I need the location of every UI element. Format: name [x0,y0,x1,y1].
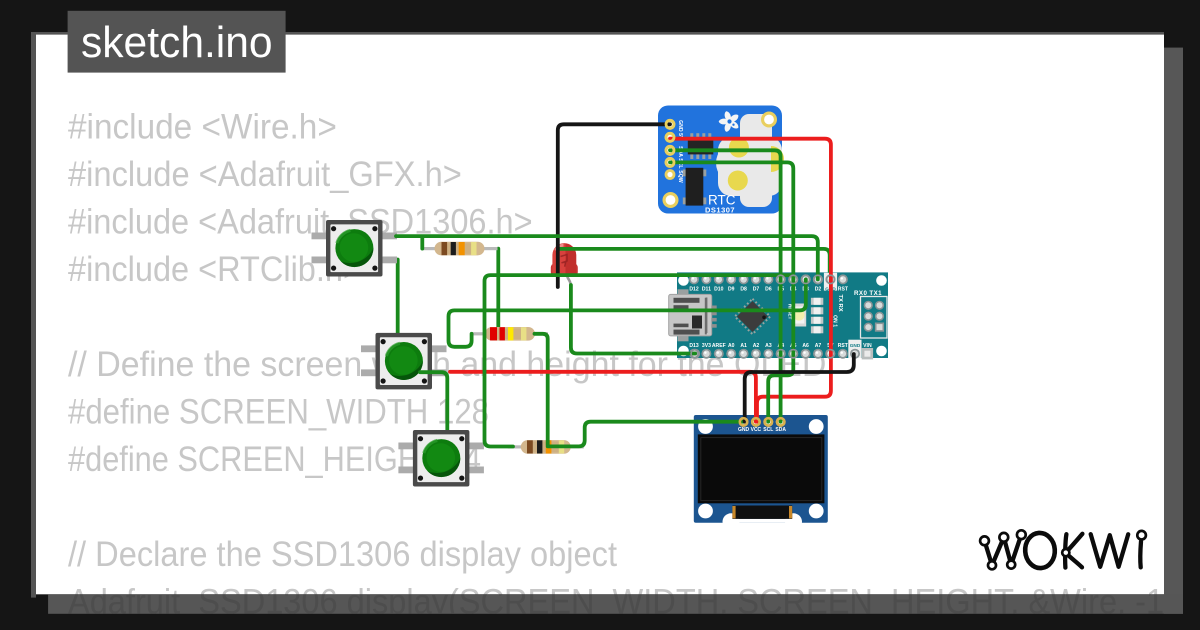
svg-text:5V: 5V [677,133,683,140]
svg-text:// Declare the SSD1306 display: // Declare the SSD1306 display object [68,535,617,574]
svg-text:RX0 TX1: RX0 TX1 [854,290,882,297]
svg-text:VCC: VCC [751,427,762,433]
svg-text:RTC: RTC [708,193,736,208]
svg-text:D6: D6 [765,287,772,293]
svg-text:SCL: SCL [763,427,773,433]
svg-text:A6: A6 [802,343,809,349]
svg-text:3V3: 3V3 [702,343,711,349]
svg-text:D2: D2 [815,287,822,293]
svg-text:sketch.ino: sketch.ino [81,18,273,67]
svg-text:#define SCREEN_WIDTH 128: #define SCREEN_WIDTH 128 [68,393,489,432]
svg-text:Adafruit_SSD1306 display(SCREE: Adafruit_SSD1306 display(SCREEN_WIDTH, S… [68,583,1184,622]
svg-text:#include <RTClib.h>: #include <RTClib.h> [68,250,362,289]
svg-text:SDA: SDA [775,427,786,433]
svg-text:AREF: AREF [712,343,726,349]
svg-text:A7: A7 [815,343,822,349]
svg-text:#include <Wire.h>: #include <Wire.h> [68,108,337,147]
svg-text:ON 1: ON 1 [832,315,838,327]
svg-text:Adafruit_SSD1306 display(SCREE: Adafruit_SSD1306 display(SCREEN_WIDTH, S… [68,583,1184,622]
svg-text:D12: D12 [689,287,699,293]
svg-text:DS1307: DS1307 [705,206,735,215]
svg-text:D11: D11 [702,287,711,293]
svg-text:D9: D9 [728,287,735,293]
svg-text:A2: A2 [753,343,760,349]
svg-text:GND: GND [677,120,683,132]
svg-text:GND: GND [738,427,750,433]
svg-text:A0: A0 [728,343,735,349]
svg-text:D7: D7 [753,287,760,293]
svg-text:D8: D8 [740,287,747,293]
svg-text:A3: A3 [765,343,772,349]
svg-text:RST: RST [838,343,849,349]
svg-text:VIN: VIN [863,343,872,349]
svg-text:D13: D13 [689,343,699,349]
svg-text:RST: RST [838,287,849,293]
svg-text:GND: GND [850,343,861,348]
svg-text:SQW: SQW [677,170,683,182]
svg-text:#include <Adafruit_GFX.h>: #include <Adafruit_GFX.h> [68,155,462,194]
svg-text:D10: D10 [714,287,724,293]
svg-text:A1: A1 [740,343,747,349]
svg-text:TX RX: TX RX [837,295,843,312]
